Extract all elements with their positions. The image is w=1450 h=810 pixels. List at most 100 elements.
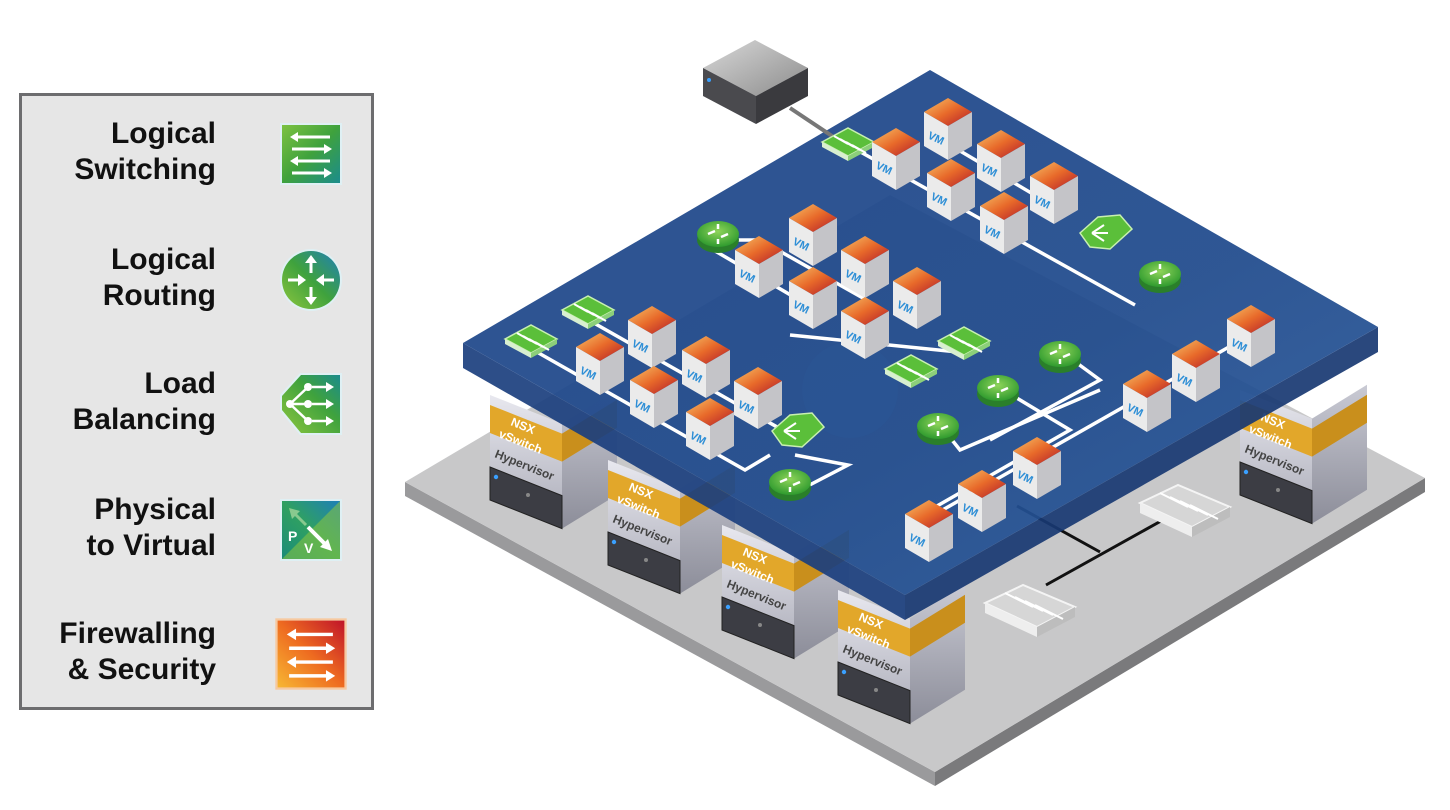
nsx-vswitch-band (608, 470, 680, 527)
switch-arrow-icon (1034, 604, 1064, 620)
vm-node: VM (1030, 162, 1078, 224)
vm-node: VM (1227, 305, 1275, 367)
nsx-vswitch-band-side (1312, 394, 1367, 457)
router-arrows-icon (707, 224, 729, 244)
vm-front-face (1227, 319, 1251, 367)
vm-node: VM (980, 192, 1028, 254)
server-chassis (837, 661, 911, 725)
switch-edge-side (588, 310, 614, 329)
vm-front-face (682, 350, 706, 398)
vm-front-face (1013, 451, 1037, 499)
vm-node: VM (977, 130, 1025, 192)
vm-side-face (951, 173, 975, 221)
drive-button-icon (1276, 488, 1280, 492)
switch-line (534, 341, 550, 351)
legend-item-logical-routing: Logical Routing (22, 242, 371, 332)
vm-front-face (628, 320, 652, 368)
physical-to-virtual-icon: P V (280, 499, 342, 561)
switch-edge (885, 369, 911, 388)
switch-edge-side (964, 341, 990, 360)
legend-item-load-balancing: Load Balancing (22, 366, 371, 456)
drive-button-icon (874, 688, 878, 692)
vm-side-face (1147, 384, 1171, 432)
load-balancer-icon (1078, 214, 1134, 250)
legend-label: Physical to Virtual (86, 493, 216, 562)
load-balancer-icon (280, 373, 342, 435)
vm-front-face (841, 250, 865, 298)
load-balancer-icon (770, 412, 826, 448)
drive-button-icon (644, 558, 648, 562)
vm-side-face (1037, 451, 1061, 499)
vm-node: VM (789, 204, 837, 266)
server-chassis (721, 596, 795, 660)
router-top (769, 469, 811, 495)
vm-node: VM (872, 128, 920, 190)
switch-front (1140, 503, 1192, 537)
switch-edge-side (911, 369, 937, 388)
legend-panel: Logical Switching Logical Routing (19, 93, 374, 710)
vm-node: VM (630, 366, 678, 428)
vm-side-face (759, 250, 783, 298)
switch-edge-side (848, 142, 874, 161)
vm-side-face (813, 281, 837, 329)
switch-arrow-icon (1189, 504, 1219, 520)
vm-side-face (982, 484, 1006, 532)
logical-router-icon (697, 221, 739, 253)
vm-front-face (1123, 384, 1147, 432)
vm-side-face (1054, 176, 1078, 224)
switch-line (967, 343, 983, 353)
vm-front-face (1172, 354, 1196, 402)
vm-side-face (896, 142, 920, 190)
vm-side-face (865, 311, 889, 359)
ghost-router-icon (802, 342, 898, 438)
router-top (977, 375, 1019, 401)
physical-switch (1137, 483, 1233, 537)
physical-switches (982, 483, 1233, 637)
vm-front-face (735, 250, 759, 298)
vm-side-face (654, 380, 678, 428)
router-top (697, 221, 739, 247)
vm-node: VM (893, 267, 941, 329)
vm-front-face (734, 381, 758, 429)
logical-switch-icon (820, 127, 876, 161)
switch-edge (822, 142, 848, 161)
vm-front-face (927, 173, 951, 221)
vm-front-face (789, 281, 813, 329)
vm-node: VM (1123, 370, 1171, 432)
vm-node: VM (789, 267, 837, 329)
switch-line (914, 371, 930, 381)
legend-item-firewalling: Firewalling & Security (22, 616, 371, 706)
vm-side-face (1004, 206, 1028, 254)
vm-side-face (652, 320, 676, 368)
vm-side-face (1251, 319, 1275, 367)
legend-label: Logical Routing (102, 243, 216, 312)
logical-router-icon (917, 413, 959, 445)
physical-switch (982, 583, 1078, 637)
vm-front-face (1030, 176, 1054, 224)
legend-label: Logical Switching (74, 117, 216, 186)
vm-node: VM (958, 470, 1006, 532)
vm-front-face (905, 514, 929, 562)
svg-text:V: V (304, 540, 314, 556)
vm-node: VM (927, 159, 975, 221)
switch-line (591, 312, 607, 322)
server-chassis (489, 466, 563, 530)
switch-edge (938, 341, 964, 360)
logical-router-icon (769, 469, 811, 501)
vm-node: VM (1013, 437, 1061, 499)
vm-side-face (813, 218, 837, 266)
vm-node: VM (841, 236, 889, 298)
vm-node: VM (735, 236, 783, 298)
hypervisor-hosts: NSXvSwitchHypervisorNSXvSwitchHypervisor… (489, 384, 1367, 725)
router-arrows-icon (1149, 264, 1171, 284)
firewall-icon (275, 618, 347, 690)
vm-front-face (977, 144, 1001, 192)
power-led-icon (611, 539, 617, 545)
logical-router-icon (977, 375, 1019, 407)
vm-front-face (630, 380, 654, 428)
nsx-vswitch-band (838, 600, 910, 657)
lb-lines (783, 422, 800, 440)
router-arrows-icon (987, 378, 1009, 398)
router-top (1039, 341, 1081, 367)
